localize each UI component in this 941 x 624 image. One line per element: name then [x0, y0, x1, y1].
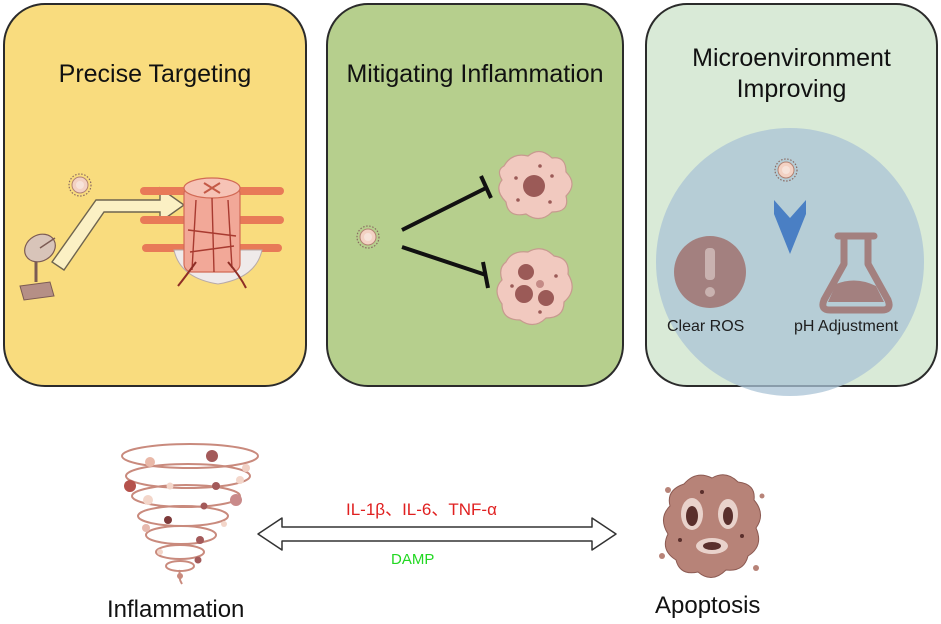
- microenvironment-circle: [656, 128, 924, 396]
- precise-targeting-title: Precise Targeting: [58, 60, 252, 88]
- microenvironment-title-line1: Microenvironment: [692, 44, 891, 72]
- satellite-dish-icon: [19, 233, 56, 301]
- inflammation-label: Inflammation: [107, 596, 245, 623]
- cytokines-label: IL-1β、IL-6、TNF-α: [346, 500, 497, 519]
- apoptosis-label: Apoptosis: [655, 592, 761, 619]
- nanoparticle-icon: [68, 173, 92, 197]
- microenvironment-title-line2: Improving: [736, 75, 847, 103]
- double-arrow-icon: [257, 517, 617, 551]
- spinal-cord-icon: [140, 177, 284, 289]
- tornado-icon: [121, 443, 259, 585]
- nanoparticle-icon: [356, 225, 380, 249]
- mitigating-inflammation-title: Mitigating Inflammation: [346, 60, 604, 88]
- exclamation-icon: [674, 236, 746, 308]
- tornado-particles: [124, 450, 250, 579]
- inhibition-icon: [401, 175, 493, 289]
- flask-icon: [819, 232, 893, 314]
- microenvironment-title: Microenvironment Improving: [647, 43, 936, 105]
- targeting-arrow: [51, 186, 186, 271]
- clear-ros-label: Clear ROS: [667, 318, 745, 335]
- ph-adjustment-label: pH Adjustment: [794, 318, 899, 335]
- damp-label: DAMP: [391, 551, 435, 568]
- down-arrow-icon: [774, 200, 806, 254]
- macrophage-icon: [496, 248, 573, 326]
- macrophage-icon: [498, 150, 573, 220]
- apoptotic-cell-icon: [659, 474, 765, 578]
